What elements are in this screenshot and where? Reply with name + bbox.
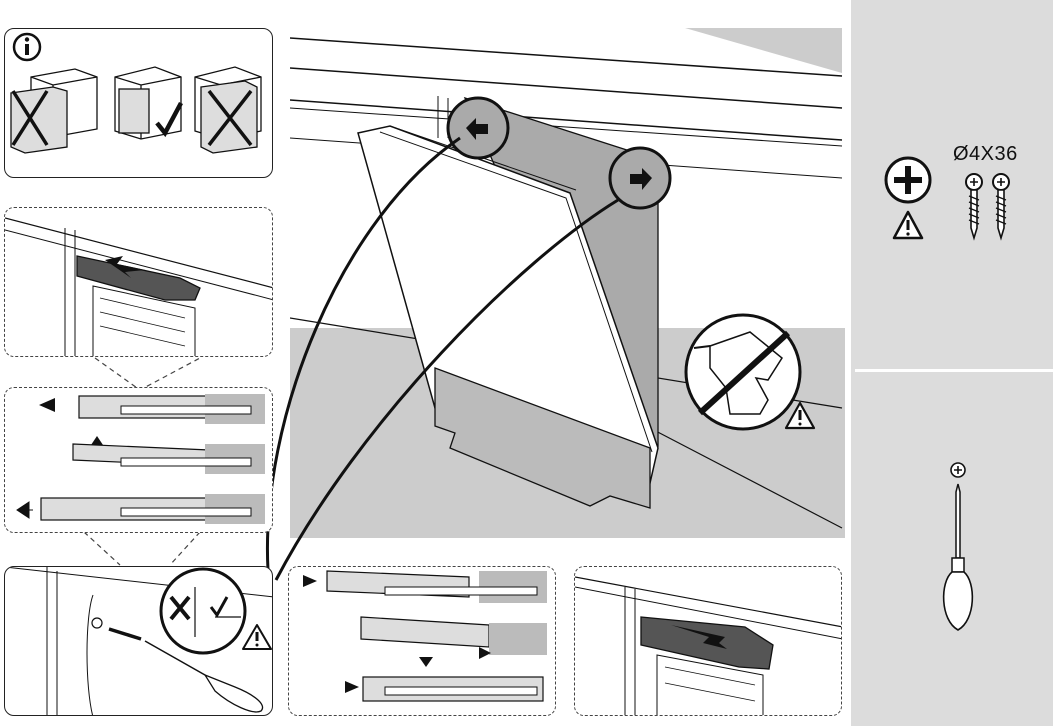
handle-lock-panel	[574, 566, 842, 716]
step-2	[72, 436, 265, 474]
alignment-detail	[159, 567, 247, 655]
sidebar-divider	[855, 369, 1053, 372]
insert-step-1	[303, 570, 547, 603]
no-power-drill-icon	[684, 313, 802, 431]
release-handle	[76, 255, 201, 301]
screwdriver-icon	[203, 673, 264, 713]
insert-step-2	[360, 616, 547, 659]
screw-detail-icon	[108, 627, 142, 641]
step-1	[39, 394, 265, 424]
info-icon	[12, 32, 42, 62]
cabinet-wrong-1	[10, 68, 98, 154]
slide-sequence-left	[4, 387, 273, 533]
drill-warning-icon	[784, 401, 816, 430]
screw-icon-1	[965, 173, 983, 241]
insert-step-3	[345, 657, 544, 702]
step-3	[16, 494, 265, 524]
cabinet-correct	[114, 66, 183, 140]
main-installation-illustration	[290, 28, 845, 538]
bracket-detail-left	[446, 96, 510, 160]
slide-sequence-right	[288, 566, 556, 716]
cabinet-wrong-2	[194, 66, 262, 154]
warning-icon-small	[242, 624, 272, 650]
phillips-screws-group	[884, 156, 1010, 241]
handle-release-panel	[4, 207, 273, 357]
screw-icon-2	[992, 173, 1010, 241]
phillips-small-icon	[950, 462, 966, 478]
screw-detail-panel	[4, 566, 273, 716]
screwdriver-illustration	[942, 462, 974, 631]
bracket-detail-right	[608, 146, 672, 210]
warning-triangle-icon	[892, 210, 924, 240]
screw-spec-label: Ø4X36	[953, 143, 1018, 165]
phillips-icon	[884, 156, 932, 204]
info-panel	[4, 28, 273, 178]
